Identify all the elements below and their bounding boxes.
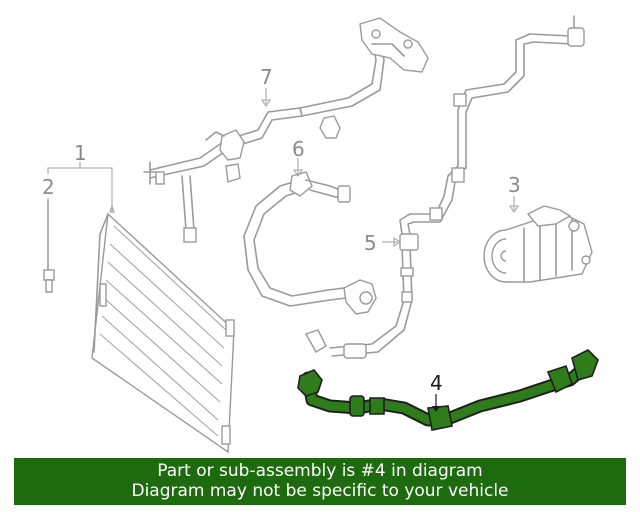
callout-4: 4 (430, 371, 443, 395)
banner-line-2: Diagram may not be specific to your vehi… (131, 481, 509, 501)
part-3-compressor (483, 205, 593, 283)
callout-5: 5 (364, 231, 377, 255)
callout-2: 2 (42, 175, 55, 199)
info-banner: Part or sub-assembly is #4 in diagram Di… (14, 458, 626, 505)
part-7-line (143, 17, 429, 243)
callout-6: 6 (292, 137, 305, 161)
part-4-highlighted-hose (297, 349, 599, 431)
callout-1: 1 (74, 141, 87, 165)
part-6-hose (243, 171, 377, 315)
callout-3: 3 (508, 173, 521, 197)
parts-diagram: 1 2 3 4 5 6 7 (42, 15, 599, 454)
leader-lines (47, 88, 520, 412)
part-5-discharge-line (304, 15, 585, 359)
part-1-condenser (91, 212, 235, 454)
callout-7: 7 (260, 65, 273, 89)
part-2-bolt (43, 199, 55, 293)
banner-line-1: Part or sub-assembly is #4 in diagram (157, 461, 483, 481)
